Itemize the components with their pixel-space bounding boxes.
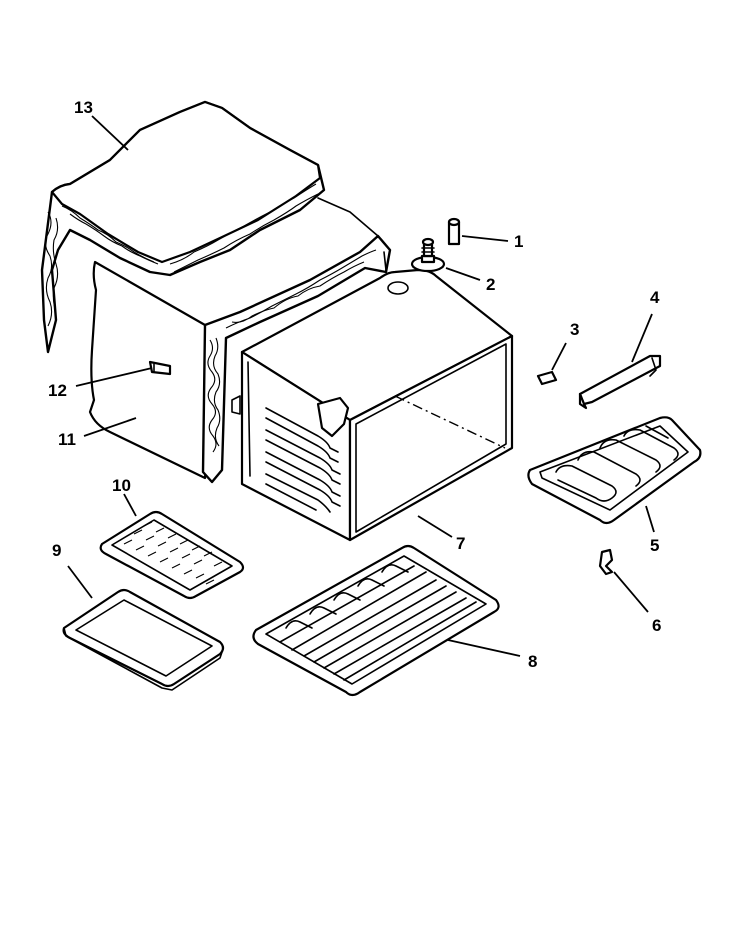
leader-lines — [67, 115, 655, 657]
callout-1: 1 — [514, 232, 523, 251]
callout-6: 6 — [652, 616, 661, 635]
leader-10 — [123, 493, 137, 517]
callout-13: 13 — [74, 98, 93, 117]
leader-8 — [447, 639, 521, 657]
callout-4: 4 — [650, 288, 660, 307]
callout-8: 8 — [528, 652, 537, 671]
part-7-oven-cavity — [231, 268, 514, 542]
part-4-bracket — [578, 354, 662, 410]
leader-12 — [75, 367, 153, 387]
part-6-element-clip — [598, 548, 614, 576]
callout-2: 2 — [486, 275, 495, 294]
callout-7: 7 — [456, 534, 465, 553]
part-13-insulation-top — [40, 100, 326, 354]
leader-4 — [631, 313, 653, 363]
leader-3 — [551, 342, 567, 371]
part-2-fitting — [410, 237, 446, 273]
callout-11: 11 — [58, 430, 76, 449]
callout-10: 10 — [112, 476, 131, 495]
leader-13 — [91, 115, 129, 151]
part-9-broil-pan — [62, 588, 225, 691]
part-5-bake-element — [527, 416, 702, 525]
leader-11 — [83, 417, 137, 437]
leader-7 — [417, 515, 453, 538]
callout-12: 12 — [48, 381, 67, 400]
leader-6 — [613, 571, 649, 613]
leader-9 — [67, 565, 93, 599]
callout-9: 9 — [52, 541, 61, 560]
callout-labels: 1 2 3 4 5 6 7 8 9 10 11 12 13 — [48, 98, 661, 671]
part-10-broil-grid — [99, 510, 245, 600]
callout-5: 5 — [650, 536, 659, 555]
part-8-oven-rack — [252, 544, 500, 697]
part-1-pin — [447, 217, 461, 246]
leader-5 — [645, 505, 655, 533]
leader-2 — [445, 267, 481, 281]
leader-1 — [461, 235, 509, 242]
part-3-clip — [536, 370, 558, 386]
callout-3: 3 — [570, 320, 579, 339]
